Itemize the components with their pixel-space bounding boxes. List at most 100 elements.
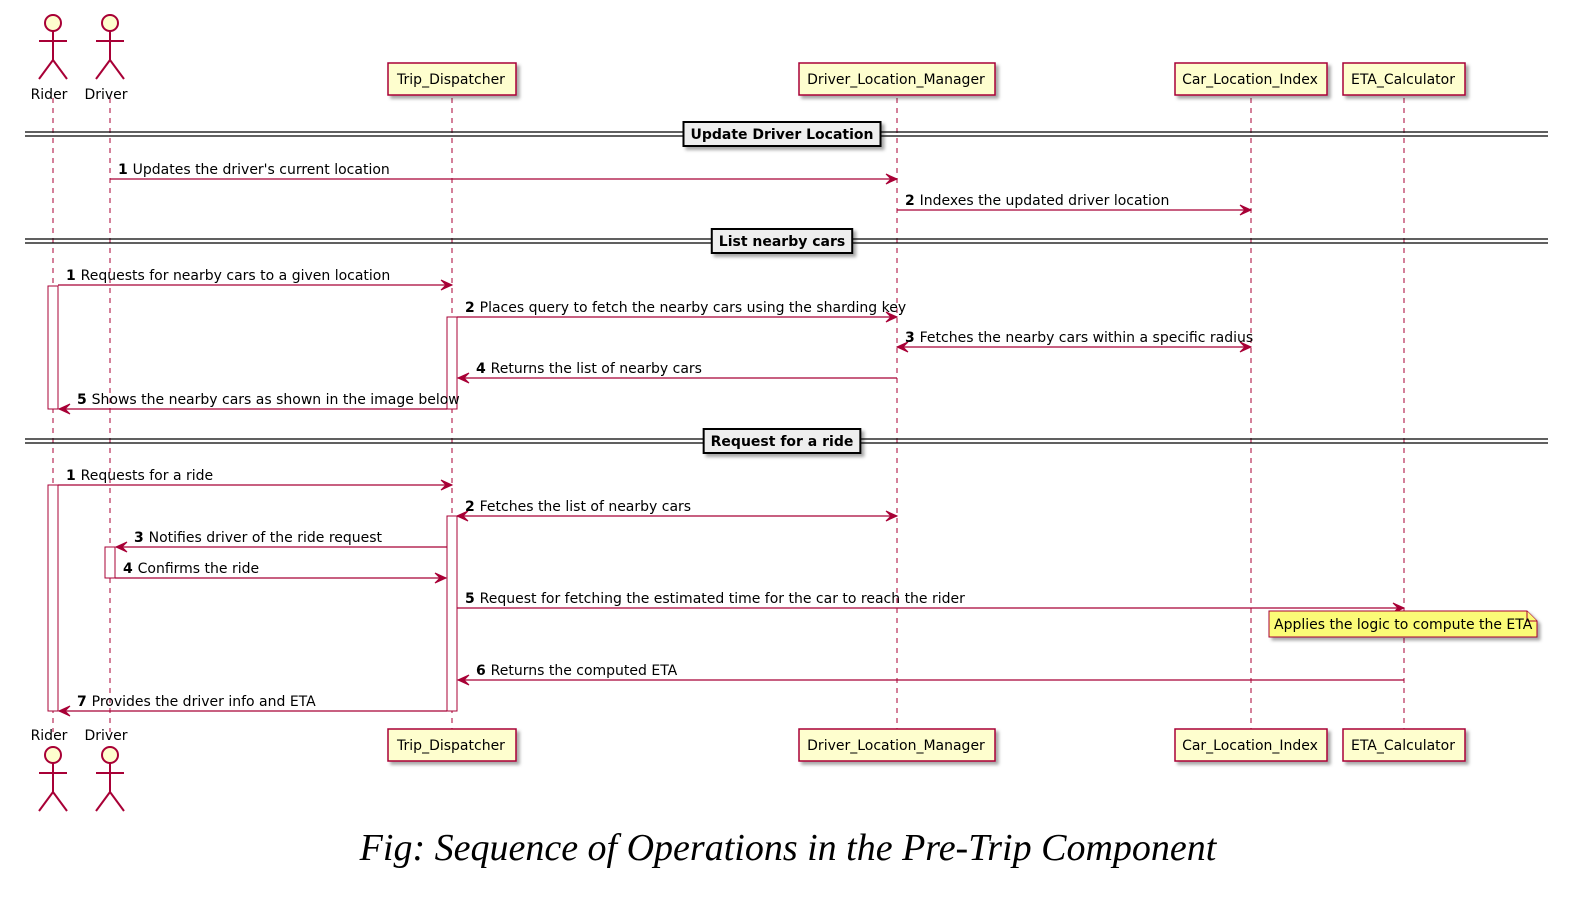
message-text: Fetches the nearby cars within a specifi… bbox=[920, 330, 1254, 346]
arrowhead-icon bbox=[57, 705, 71, 717]
message-number: 3 bbox=[134, 530, 149, 546]
message-number: 2 bbox=[905, 193, 920, 209]
message-number: 1 bbox=[118, 162, 133, 178]
actor-rider-top: Rider bbox=[31, 14, 68, 103]
participant-eta-bottom: ETA_Calculator bbox=[1342, 728, 1466, 762]
actor-head-icon bbox=[44, 14, 62, 32]
message-text: Provides the driver info and ETA bbox=[92, 694, 316, 710]
message-text: Indexes the updated driver location bbox=[920, 193, 1170, 209]
activation-bar-rider bbox=[47, 484, 59, 712]
actor-head-icon bbox=[101, 746, 119, 764]
section-divider: Update Driver Location bbox=[25, 121, 1548, 147]
arrowhead-icon bbox=[455, 510, 469, 522]
message-label: 2 Indexes the updated driver location bbox=[905, 193, 1169, 209]
message-label: 4 Returns the list of nearby cars bbox=[476, 361, 702, 377]
actor-leg-icon bbox=[52, 791, 68, 812]
message-1-2: 2 Indexes the updated driver location bbox=[897, 193, 1253, 216]
message-label: 2 Places query to fetch the nearby cars … bbox=[465, 300, 906, 316]
message-text: Returns the list of nearby cars bbox=[491, 361, 702, 377]
message-number: 6 bbox=[476, 663, 491, 679]
participant-box bbox=[387, 728, 517, 762]
participant-trip-bottom: Trip_Dispatcher bbox=[387, 728, 517, 762]
message-number: 4 bbox=[123, 561, 138, 577]
participant-dlm-top: Driver_Location_Manager bbox=[798, 62, 996, 96]
participant-label: Driver_Location_Manager bbox=[807, 72, 985, 88]
message-label: 5 Request for fetching the estimated tim… bbox=[465, 591, 965, 607]
actor-label: Driver bbox=[84, 728, 127, 744]
message-label: 7 Provides the driver info and ETA bbox=[77, 694, 316, 710]
arrowhead-icon bbox=[895, 341, 909, 353]
actor-leg-icon bbox=[109, 791, 125, 812]
participant-label: Car_Location_Index bbox=[1182, 72, 1318, 88]
message-text: Fetches the list of nearby cars bbox=[480, 499, 691, 515]
arrowhead-icon bbox=[57, 403, 71, 415]
message-text: Confirms the ride bbox=[138, 561, 260, 577]
actor-leg-icon bbox=[95, 59, 111, 80]
message-text: Places query to fetch the nearby cars us… bbox=[480, 300, 906, 316]
arrowhead-icon bbox=[456, 674, 470, 686]
message-2-4: 4 Returns the list of nearby cars bbox=[456, 361, 897, 384]
arrowhead-icon bbox=[1239, 204, 1253, 216]
arrowhead-icon bbox=[885, 510, 899, 522]
section-divider: Request for a ride bbox=[25, 428, 1548, 454]
activation-bar-rider bbox=[47, 285, 59, 410]
message-2-5: 5 Shows the nearby cars as shown in the … bbox=[57, 392, 460, 415]
section-title-box bbox=[710, 228, 854, 254]
actor-label: Rider bbox=[31, 728, 68, 744]
message-label: 6 Returns the computed ETA bbox=[476, 663, 678, 679]
activation-bar-driver bbox=[104, 546, 116, 579]
message-number: 1 bbox=[66, 268, 81, 284]
message-label: 1 Requests for a ride bbox=[66, 468, 213, 484]
participant-cli-bottom: Car_Location_Index bbox=[1174, 728, 1328, 762]
message-number: 3 bbox=[905, 330, 920, 346]
actor-leg-icon bbox=[38, 791, 54, 812]
participant-box bbox=[798, 62, 996, 96]
message-number: 2 bbox=[465, 499, 480, 515]
participant-box bbox=[1342, 728, 1466, 762]
participant-label: Driver_Location_Manager bbox=[807, 738, 985, 754]
participant-trip-top: Trip_Dispatcher bbox=[387, 62, 517, 96]
activation-bar-trip bbox=[446, 316, 458, 410]
actor-leg-icon bbox=[95, 791, 111, 812]
participant-dlm-bottom: Driver_Location_Manager bbox=[798, 728, 996, 762]
section-title: Request for a ride bbox=[711, 434, 854, 450]
message-text: Requests for a ride bbox=[81, 468, 214, 484]
message-label: 1 Updates the driver's current location bbox=[118, 162, 390, 178]
message-label: 5 Shows the nearby cars as shown in the … bbox=[77, 392, 460, 408]
message-3-6: 6 Returns the computed ETA bbox=[456, 663, 1404, 686]
message-label: 1 Requests for nearby cars to a given lo… bbox=[66, 268, 390, 284]
actor-leg-icon bbox=[52, 59, 68, 80]
message-2-2: 2 Places query to fetch the nearby cars … bbox=[457, 300, 906, 323]
section-title-box bbox=[702, 428, 862, 454]
participant-box bbox=[1342, 62, 1466, 96]
actor-label: Driver bbox=[84, 87, 127, 103]
note-fold-icon bbox=[1526, 611, 1537, 622]
participant-box bbox=[387, 62, 517, 96]
message-3-1: 1 Requests for a ride bbox=[58, 468, 454, 491]
message-label: 2 Fetches the list of nearby cars bbox=[465, 499, 691, 515]
activation-bar-trip bbox=[446, 515, 458, 712]
participant-cli-top: Car_Location_Index bbox=[1174, 62, 1328, 96]
message-2-1: 1 Requests for nearby cars to a given lo… bbox=[58, 268, 454, 291]
message-number: 5 bbox=[465, 591, 480, 607]
message-number: 4 bbox=[476, 361, 491, 377]
arrowhead-icon bbox=[114, 541, 128, 553]
participant-box bbox=[1174, 728, 1328, 762]
message-number: 7 bbox=[77, 694, 92, 710]
section-title-box bbox=[682, 121, 882, 147]
section-title: List nearby cars bbox=[719, 234, 845, 250]
message-3-3: 3 Notifies driver of the ride request bbox=[114, 530, 447, 553]
message-3-7: 7 Provides the driver info and ETA bbox=[57, 694, 447, 717]
message-label: 3 Fetches the nearby cars within a speci… bbox=[905, 330, 1253, 346]
actor-leg-icon bbox=[38, 59, 54, 80]
arrowhead-icon bbox=[434, 572, 448, 584]
arrowhead-icon bbox=[885, 311, 899, 323]
message-text: Shows the nearby cars as shown in the im… bbox=[92, 392, 460, 408]
participant-label: ETA_Calculator bbox=[1351, 72, 1455, 88]
note-box bbox=[1268, 610, 1538, 638]
arrowhead-icon bbox=[440, 279, 454, 291]
message-number: 2 bbox=[465, 300, 480, 316]
actor-rider-bottom: Rider bbox=[31, 728, 68, 812]
message-label: 3 Notifies driver of the ride request bbox=[134, 530, 383, 546]
